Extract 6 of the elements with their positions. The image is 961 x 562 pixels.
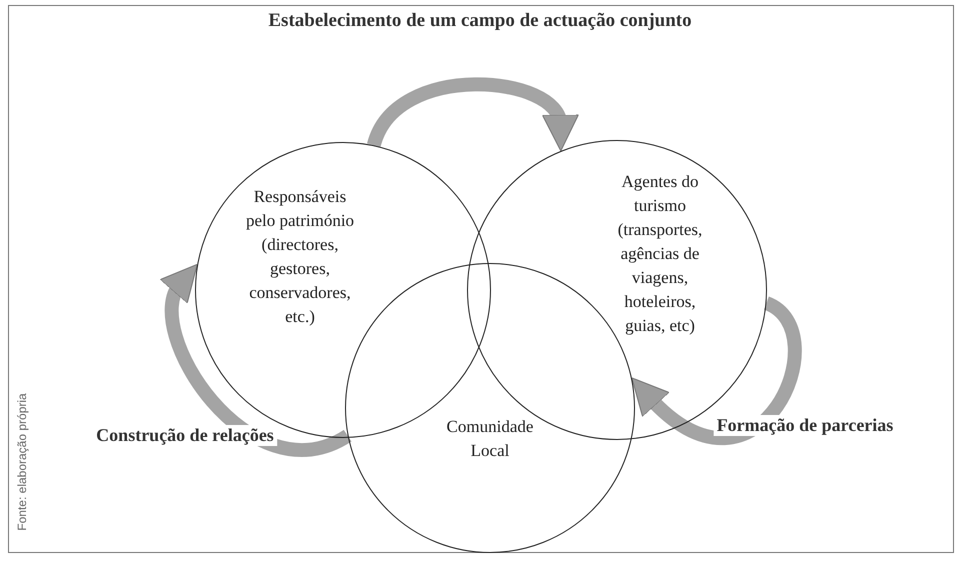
node-text: Responsáveis pelo património (directores, gestores, conservadores, etc.) [244, 186, 356, 328]
curved-arrow [629, 297, 802, 445]
node-text: Comunidade Local [446, 416, 534, 462]
node-text: Agentes do turismo (transportes, agências de viagens, hoteleiros, guias, etc) [616, 171, 704, 337]
source-note: Fonte: elaboração própria [15, 393, 29, 531]
curved-arrow [367, 77, 576, 150]
